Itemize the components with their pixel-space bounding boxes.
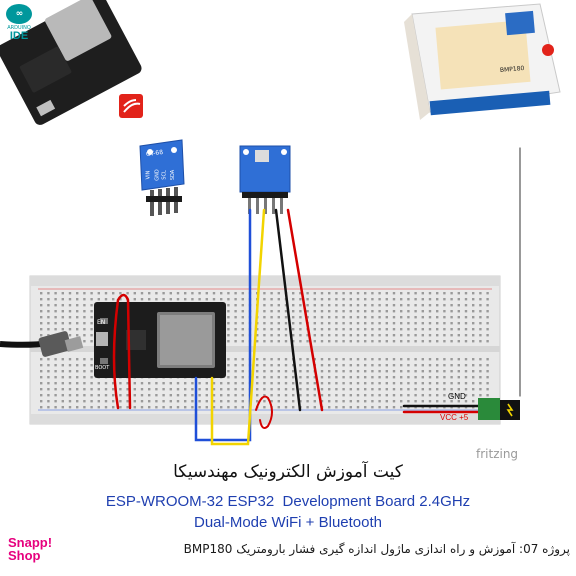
gy68-pin-vin: VIN [145,170,152,180]
wire-yellow [210,208,266,446]
vcc-label: VCC +5 [440,413,469,422]
title-persian: کیت آموزش الکترونیک مهندسیکا [173,462,403,482]
title-english-line2: Dual-Mode WiFi + Bluetooth [194,514,382,531]
espressif-logo [119,94,143,118]
gy68-pin-sda: SDA [170,169,177,181]
gy68-pin-gnd: GND [154,169,161,181]
fritzing-watermark: fritzing [476,447,519,461]
arduino-ide-text: IDE [9,30,29,42]
snapp-shop-logo: Snapp! Shop [8,536,52,562]
wires [112,147,521,446]
wire-black [274,208,302,412]
esp-boot-label: BOOT [95,365,110,371]
arduino-ide-badge: ∞ ARDUINO IDE [4,4,34,48]
arduino-word: ARDUINO [7,25,31,31]
esp-en-label: EN [97,319,106,326]
wire-red [286,208,324,412]
dc-jack [478,398,520,420]
wire-red-esp [112,293,132,410]
wire-blue [194,208,252,442]
bmp180-module [239,145,291,214]
gy68-module [139,139,185,216]
usb-cable [0,331,84,357]
esp32-board-photo [0,0,142,125]
project-description: پروژه 07: آموزش و راه اندازی ماژول انداز… [183,542,570,556]
gnd-label: GND [448,392,466,401]
title-english-line1: ESP-WROOM-32 ESP32 Development Board 2.4… [105,493,471,510]
snapp-logo-line2: Shop [8,548,41,563]
snapp-logo-line1: Snapp! [8,535,53,550]
esp32-board [94,302,226,378]
wire-red-loop [255,395,273,429]
arduino-infinity-icon: ∞ [6,4,32,24]
product-box-photo [404,3,561,120]
gy68-pin-scl: SCL [161,170,168,180]
